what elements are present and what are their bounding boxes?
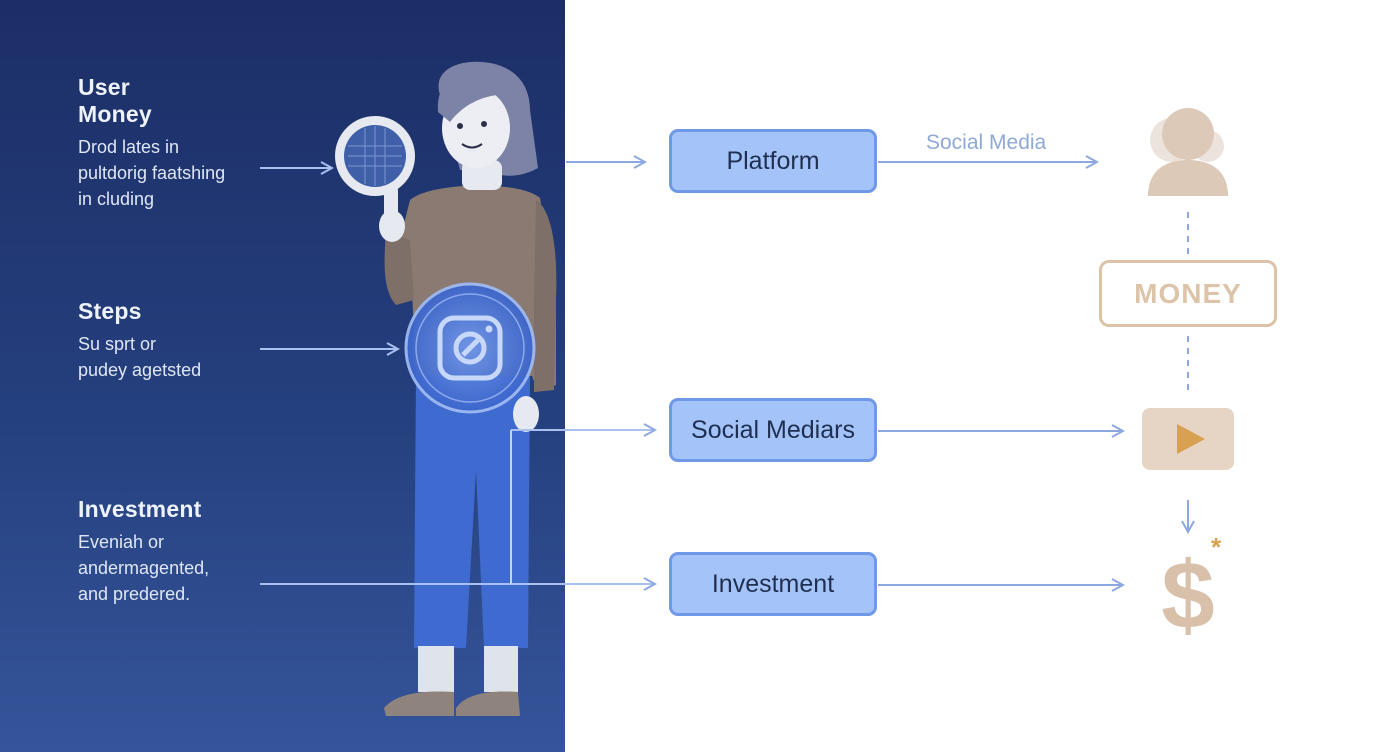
heading-line: Money xyxy=(78,101,152,127)
user-avatar-icon xyxy=(1148,108,1228,196)
body-line: Su sprt or xyxy=(78,334,157,354)
section-user-money: User Money Drod lates in pultdorig faats… xyxy=(78,74,225,212)
body-line: Eveniah or xyxy=(78,532,165,552)
node-label: Social Mediars xyxy=(691,415,855,444)
body-line: andermagented, xyxy=(78,558,210,578)
play-button-icon xyxy=(1142,408,1234,470)
section-investment: Investment Eveniah or andermagented, and… xyxy=(78,496,209,607)
investment-node[interactable]: Investment xyxy=(669,552,877,616)
body-line: Drod lates in xyxy=(78,137,180,157)
body-line: pultdorig faatshing xyxy=(78,163,226,183)
heading-line: User xyxy=(78,74,130,100)
platform-node[interactable]: Platform xyxy=(669,129,877,193)
body-line: in cluding xyxy=(78,189,155,209)
section-heading: User Money xyxy=(78,74,225,128)
svg-text:$: $ xyxy=(1161,542,1214,649)
section-steps: Steps Su sprt or pudey agetsted xyxy=(78,298,201,383)
section-heading: Steps xyxy=(78,298,201,325)
money-label: MONEY xyxy=(1134,277,1242,309)
heading-line: Steps xyxy=(78,298,142,324)
edge-label-social-media: Social Media xyxy=(926,131,1047,154)
section-body: Drod lates in pultdorig faatshing in clu… xyxy=(78,134,225,212)
svg-text:*: * xyxy=(1211,532,1222,562)
magnifying-glass-icon xyxy=(335,116,415,230)
section-heading: Investment xyxy=(78,496,209,523)
node-label: Platform xyxy=(726,146,820,175)
body-line: pudey agetsted xyxy=(78,360,202,380)
instagram-badge-icon xyxy=(404,282,536,414)
dollar-sign-icon: $ * xyxy=(1161,532,1222,649)
section-body: Eveniah or andermagented, and predered. xyxy=(78,529,209,607)
node-label: Investment xyxy=(711,569,835,598)
section-body: Su sprt or pudey agetsted xyxy=(78,331,201,383)
body-line: and predered. xyxy=(78,584,191,604)
social-mediars-node[interactable]: Social Mediars xyxy=(669,398,877,462)
money-box[interactable]: MONEY xyxy=(1099,260,1277,327)
heading-line: Investment xyxy=(78,496,202,522)
